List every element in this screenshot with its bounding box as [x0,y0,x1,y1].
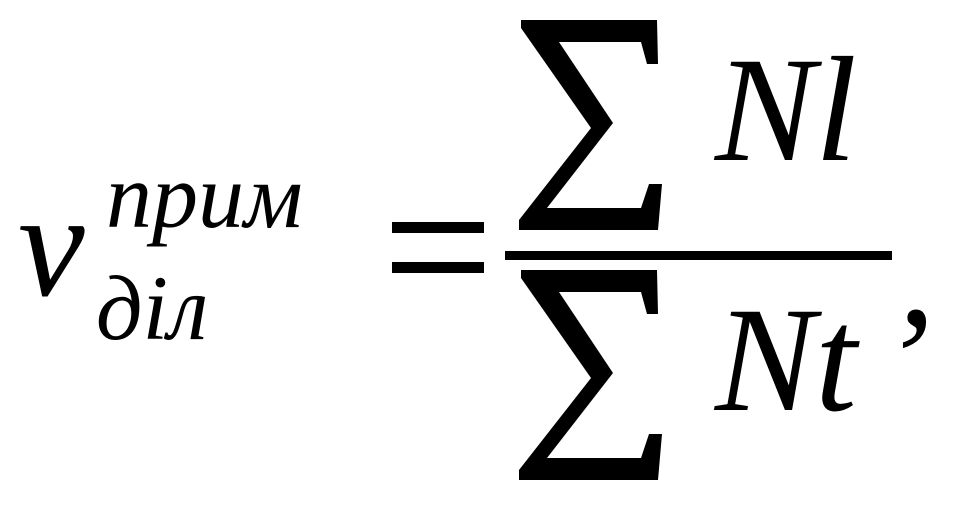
denominator-term: Nt [715,277,857,443]
equals-sign-top-bar [392,222,484,233]
formula-variable: v [18,162,85,328]
trailing-comma: , [898,192,936,358]
numerator-summation-icon [519,20,662,230]
equals-sign-bottom-bar [392,262,484,273]
formula-subscript: діл [96,257,209,359]
fraction-bar [505,251,892,260]
denominator-summation-icon [519,270,662,480]
numerator-term: Nl [715,27,857,193]
formula-superscript: прим [106,145,303,247]
